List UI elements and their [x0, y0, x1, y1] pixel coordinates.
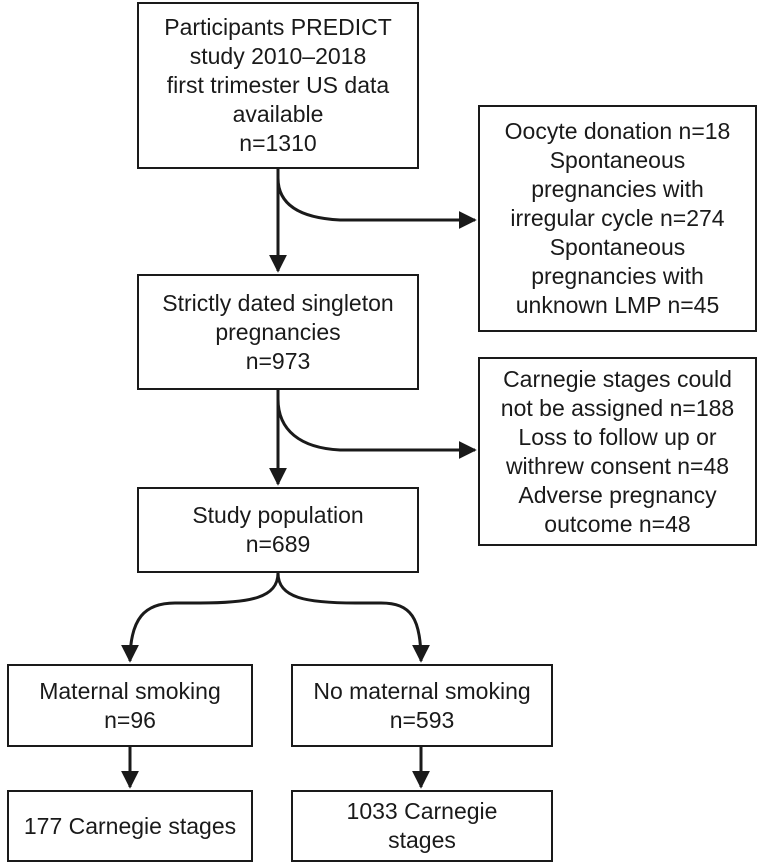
exclusion1-line: irregular cycle n=274 [510, 205, 725, 231]
arrow-study-population-to-maternal-smoking [121, 572, 280, 663]
carnegie-smoking-box: 177 Carnegie stages [7, 790, 253, 862]
strictly-dated-line: pregnancies [215, 318, 341, 345]
participants-line: Participants PREDICT [164, 14, 392, 40]
exclusion2-box: Carnegie stages could not be assigned n=… [478, 357, 757, 546]
arrow-strictly-dated-to-exclusion2 [276, 398, 477, 459]
exclusion1-line: unknown LMP n=45 [515, 292, 720, 318]
strictly-dated-line: Strictly dated singleton [162, 289, 394, 316]
exclusion1-line: Spontaneous [549, 234, 686, 260]
no-maternal-smoking-line: No maternal smoking [313, 677, 531, 704]
exclusion1-line: Oocyte donation n=18 [504, 118, 731, 144]
maternal-smoking-box: Maternal smoking n=96 [7, 664, 253, 747]
participants-line: study 2010–2018 [189, 43, 367, 69]
no-maternal-smoking-box: No maternal smoking n=593 [291, 664, 553, 747]
participants-line: available [232, 101, 324, 127]
maternal-smoking-count: n=96 [104, 706, 156, 733]
strictly-dated-box: Strictly dated singleton pregnancies n=9… [137, 274, 419, 390]
exclusion1-box: Oocyte donation n=18 Spontaneous pregnan… [478, 105, 757, 332]
arrow-participants-to-exclusion1 [276, 177, 477, 229]
exclusion1-line: pregnancies with [531, 176, 704, 202]
carnegie-no-smoking-box: 1033 Carnegie stages [291, 790, 553, 862]
exclusion2-line: Loss to follow up or [518, 423, 717, 450]
participants-count: n=1310 [239, 130, 317, 156]
exclusion1-line: pregnancies with [531, 263, 704, 289]
carnegie-no-smoking-line: stages [388, 827, 456, 853]
strictly-dated-count: n=973 [245, 347, 311, 374]
participants-box: Participants PREDICT study 2010–2018 fir… [137, 2, 419, 169]
study-population-box: Study population n=689 [137, 487, 419, 573]
exclusion2-line: Carnegie stages could [503, 365, 732, 392]
exclusion2-line: outcome n=48 [544, 510, 691, 537]
exclusion1-line: Spontaneous [549, 147, 686, 173]
exclusion2-line: Adverse pregnancy [518, 481, 717, 508]
exclusion2-line: not be assigned n=188 [500, 394, 735, 421]
study-population-count: n=689 [245, 531, 311, 557]
carnegie-no-smoking-line: 1033 Carnegie [346, 798, 498, 824]
maternal-smoking-line: Maternal smoking [39, 677, 221, 704]
no-maternal-smoking-count: n=593 [389, 706, 455, 733]
arrow-study-population-to-no-maternal-smoking [276, 572, 430, 663]
carnegie-smoking-line: 177 Carnegie stages [23, 812, 237, 839]
participants-line: first trimester US data [166, 72, 390, 98]
study-population-line: Study population [192, 502, 364, 528]
exclusion2-line: withrew consent n=48 [505, 452, 730, 479]
